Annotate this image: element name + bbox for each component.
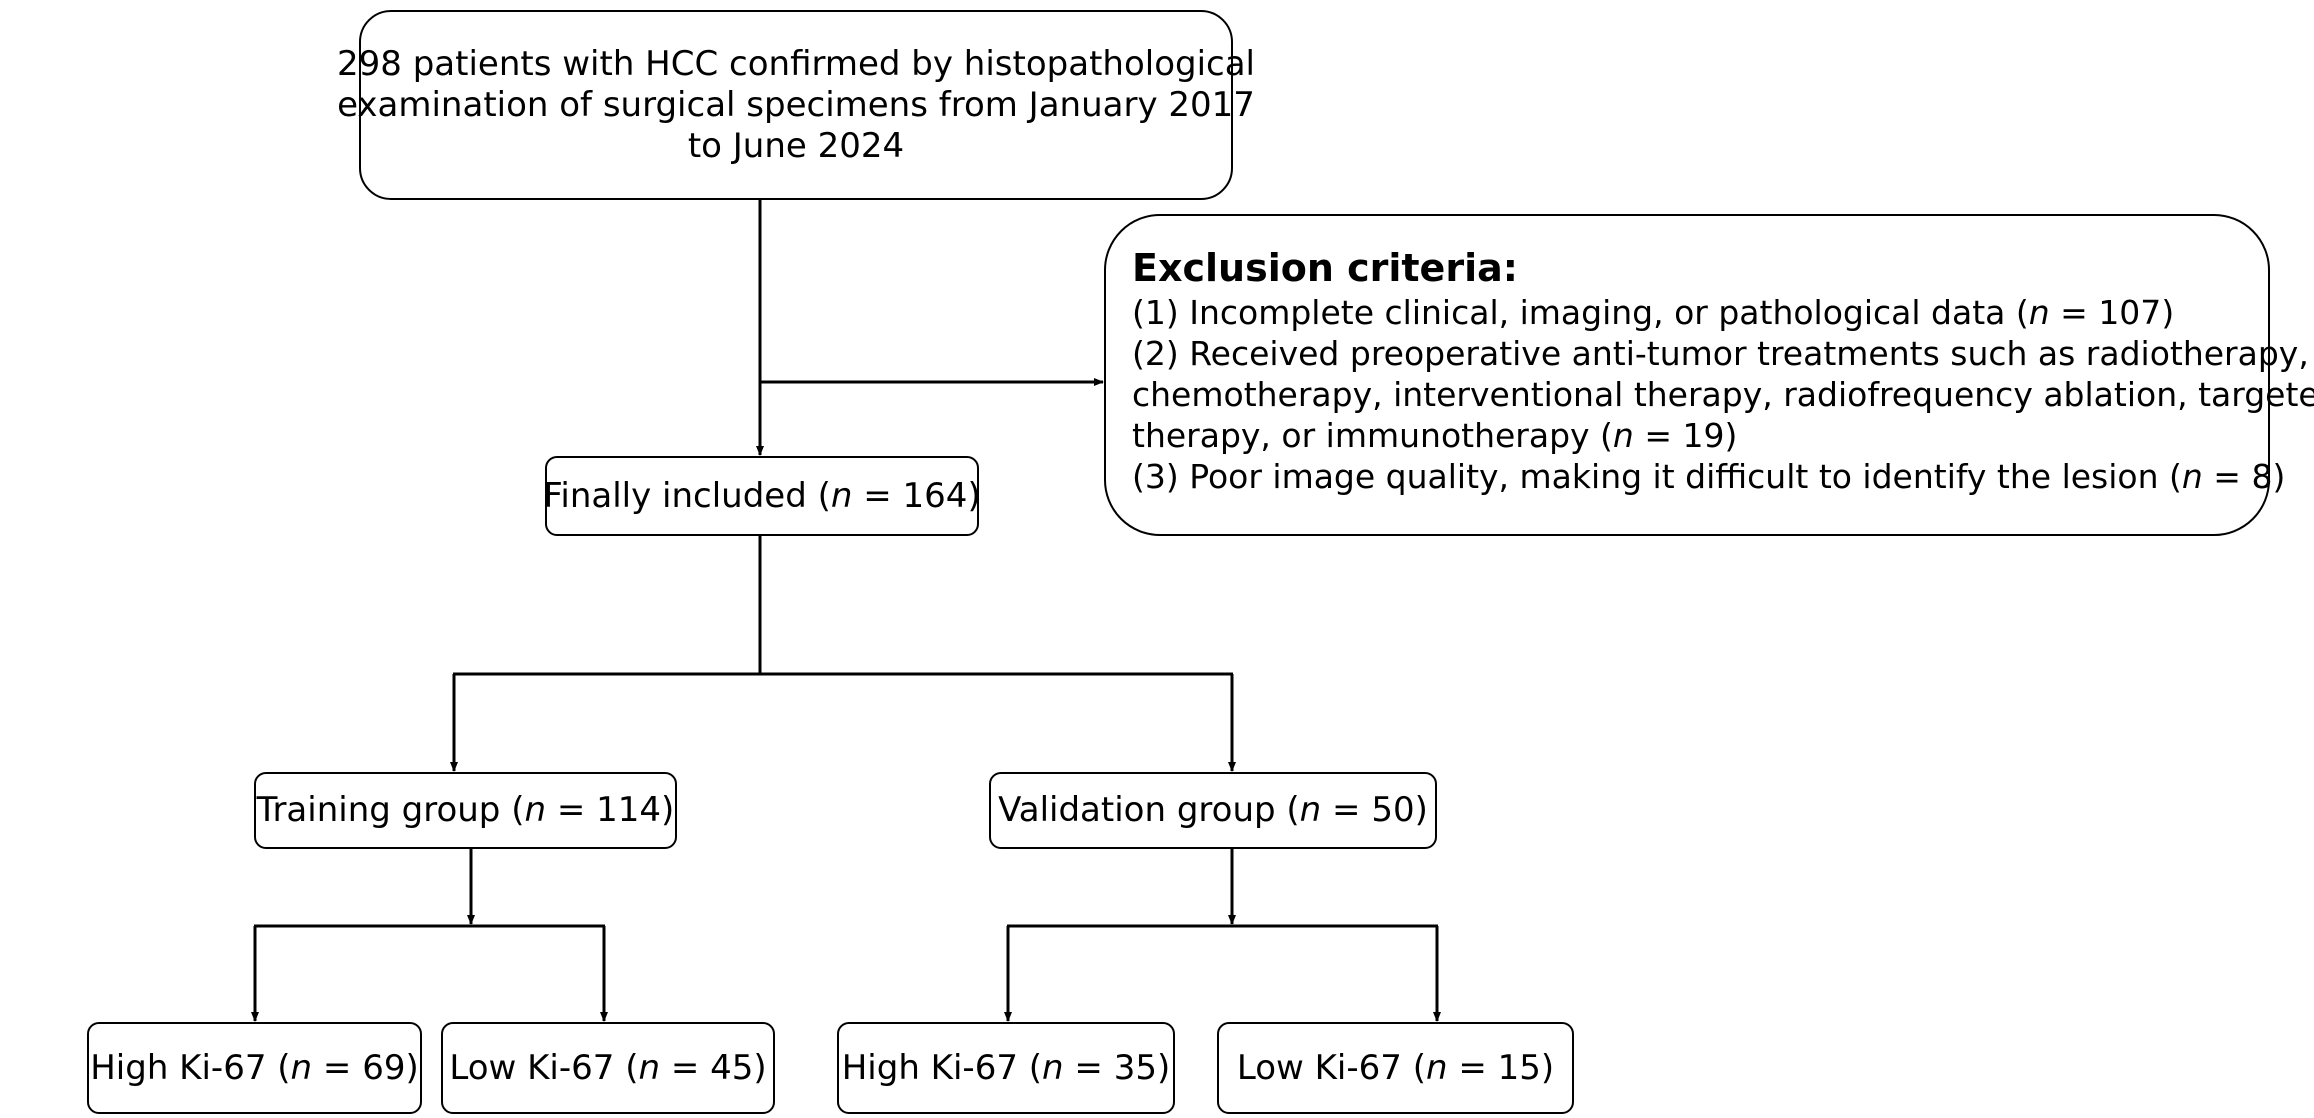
exclusion-title: Exclusion criteria: xyxy=(1132,246,1518,290)
validation-group-label: Validation group (n = 50) xyxy=(998,790,1428,831)
exclusion-criteria-box: Exclusion criteria: (1) Incomplete clini… xyxy=(1104,214,2314,536)
training-low-ki67-box: Low Ki-67 (n = 45) xyxy=(441,1022,775,1114)
exclusion-item-2-line-3: therapy, or immunotherapy (n = 19) xyxy=(1132,416,1738,455)
exclusion-item-2-line-1: (2) Received preoperative anti-tumor tre… xyxy=(1132,334,2309,373)
source-line-1: 298 patients with HCC confirmed by histo… xyxy=(337,43,1255,84)
validation-group-box: Validation group (n = 50) xyxy=(989,772,1437,849)
exclusion-item-2-line-2: chemotherapy, interventional therapy, ra… xyxy=(1132,375,2314,414)
exclusion-item-1: (1) Incomplete clinical, imaging, or pat… xyxy=(1132,293,2175,332)
training-group-label: Training group (n = 114) xyxy=(256,790,675,831)
validation-high-ki67-box: High Ki-67 (n = 35) xyxy=(837,1022,1175,1114)
source-line-3: to June 2024 xyxy=(687,125,905,166)
source-population-box: 298 patients with HCC confirmed by histo… xyxy=(337,10,1255,200)
finally-included-label: Finally included (n = 164) xyxy=(543,475,981,516)
source-line-2: examination of surgical specimens from J… xyxy=(337,84,1255,125)
training-low-ki67-label: Low Ki-67 (n = 45) xyxy=(449,1047,767,1088)
training-high-ki67-label: High Ki-67 (n = 69) xyxy=(90,1047,419,1088)
finally-included-box: Finally included (n = 164) xyxy=(543,456,981,536)
training-high-ki67-box: High Ki-67 (n = 69) xyxy=(87,1022,422,1114)
exclusion-item-3: (3) Poor image quality, making it diffic… xyxy=(1132,457,2286,496)
training-group-box: Training group (n = 114) xyxy=(254,772,677,849)
validation-low-ki67-label: Low Ki-67 (n = 15) xyxy=(1236,1047,1555,1088)
validation-low-ki67-box: Low Ki-67 (n = 15) xyxy=(1217,1022,1574,1114)
validation-high-ki67-label: High Ki-67 (n = 35) xyxy=(841,1047,1171,1088)
